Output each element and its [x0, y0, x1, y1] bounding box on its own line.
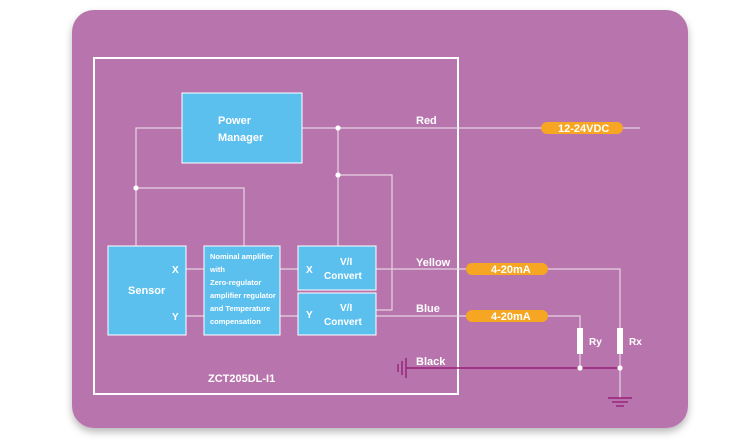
wire-label-blue: Blue [416, 303, 440, 315]
ground-symbol-right [608, 397, 632, 407]
wire-label-yellow: Yellow [416, 257, 451, 269]
amplifier-line-4: amplifier regulator [210, 291, 276, 300]
vi-y-label-2: Convert [324, 317, 362, 328]
vi-convert-x-block: X V/I Convert [297, 245, 377, 291]
amplifier-line-3: Zero-regulator [210, 278, 261, 287]
vi-x-axis-label: X [306, 265, 313, 276]
background-panel [72, 10, 688, 428]
resistor-ry: Ry [577, 328, 602, 354]
junction-dots [133, 125, 623, 371]
sensor-label: Sensor [128, 285, 166, 297]
resistor-ry-label: Ry [589, 337, 602, 348]
output-x-tag-text: 4-20mA [491, 264, 531, 276]
supply-tag-text: 12-24VDC [558, 123, 609, 135]
model-number: ZCT205DL-I1 [208, 373, 275, 385]
resistor-rx: Rx [617, 328, 642, 354]
amplifier-line-1: Nominal amplifier [210, 252, 273, 261]
output-y-tag-text: 4-20mA [491, 311, 531, 323]
device-enclosure [93, 57, 459, 395]
sensor-block: Sensor X Y [107, 245, 187, 336]
power-manager-block: Power Manager [181, 92, 303, 164]
sensor-x-label: X [172, 265, 179, 276]
vi-convert-y-block: Y V/I Convert [297, 292, 377, 336]
wire-label-black: Black [416, 356, 446, 368]
power-manager-label-1: Power [218, 115, 252, 127]
output-x-tag: 4-20mA [466, 263, 548, 276]
ground-symbol-left [397, 358, 407, 378]
vi-x-label-1: V/I [340, 257, 352, 268]
amplifier-line-6: compensation [210, 317, 261, 326]
vi-x-label-2: Convert [324, 271, 362, 282]
sensor-y-label: Y [172, 312, 179, 323]
vi-y-axis-label: Y [306, 310, 313, 321]
wire-label-red: Red [416, 115, 437, 127]
amplifier-line-5: and Temperature [210, 304, 270, 313]
vi-y-label-1: V/I [340, 303, 352, 314]
output-y-tag: 4-20mA [466, 310, 548, 323]
power-manager-label-2: Manager [218, 132, 264, 144]
amplifier-line-2: with [209, 265, 225, 274]
supply-tag: 12-24VDC [541, 122, 623, 135]
resistor-rx-label: Rx [629, 337, 642, 348]
amplifier-block: Nominal amplifier with Zero-regulator am… [203, 245, 281, 336]
